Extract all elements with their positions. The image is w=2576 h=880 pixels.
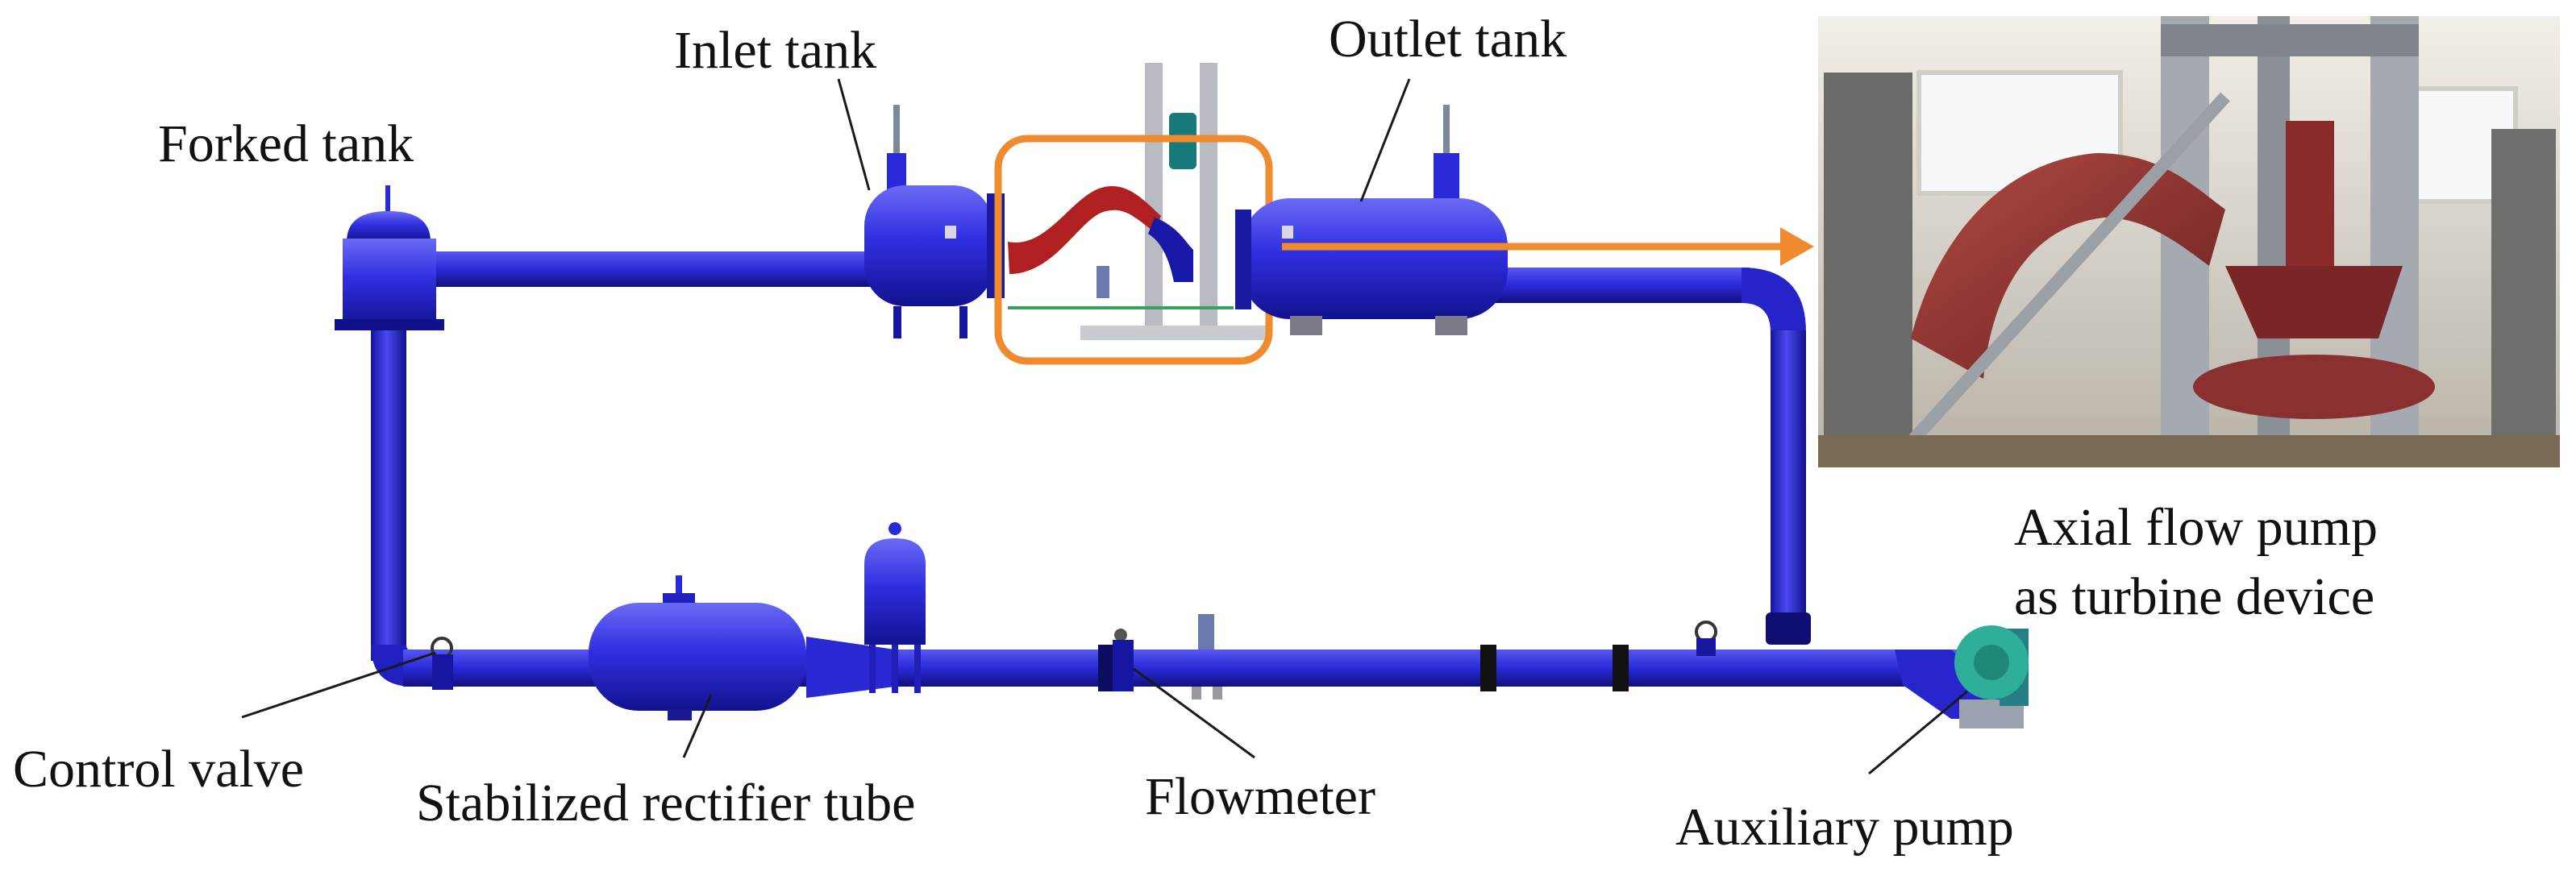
flowmeter-body	[1113, 640, 1134, 691]
photo-panel-right	[2491, 129, 2556, 435]
sensor-transmitter	[1198, 614, 1214, 650]
label-outlet-tank: Outlet tank	[1329, 10, 1567, 68]
auxiliary-pump	[1954, 625, 2029, 728]
right-flange	[1766, 612, 1811, 645]
pump-hub	[1974, 645, 2009, 680]
control-valve-body	[432, 654, 453, 690]
vessel-body	[864, 538, 926, 645]
inlet-tank-neck	[887, 153, 906, 189]
inlet-tank	[864, 105, 1005, 338]
photo-strut	[1898, 92, 2230, 456]
photo-red-column	[2286, 121, 2334, 274]
outlet-tank-rod	[1443, 105, 1450, 161]
photo-red-pipe	[1911, 153, 2225, 379]
label-device-line2: as turbine device	[2014, 567, 2374, 626]
photo-panel-left	[1824, 73, 1912, 451]
photo-floor	[1818, 435, 2560, 467]
outlet-tank-support-1	[1290, 316, 1322, 335]
outlet-tank-neck	[1434, 153, 1459, 201]
label-flowmeter: Flowmeter	[1145, 767, 1375, 826]
pipe-top-right	[1492, 268, 1750, 303]
photo-red-disc	[2193, 355, 2435, 419]
forked-tank	[335, 185, 444, 330]
arrow-head	[1780, 227, 1814, 266]
test-section	[1008, 63, 1266, 340]
outlet-tank	[1235, 105, 1508, 335]
outlet-tank-plate	[1282, 226, 1293, 239]
label-device-line1: Axial flow pump	[2014, 498, 2378, 557]
inlet-tank-plate	[945, 226, 956, 239]
frame-pillar-left	[1145, 63, 1163, 329]
highlight-arrow	[1282, 227, 1814, 266]
frame-pillar-right	[1200, 63, 1217, 329]
leader-outlet-tank	[1359, 78, 1411, 202]
turbine-red-bend	[1008, 186, 1161, 274]
stabilized-rectifier-tube	[589, 575, 806, 720]
device-photo	[1818, 16, 2560, 467]
frame-base	[1080, 326, 1266, 340]
vessel-top-knob	[888, 522, 901, 535]
flange-2	[1480, 645, 1496, 691]
pipe-network	[371, 251, 2000, 719]
forked-tank-base	[335, 319, 444, 330]
pipe-right-vertical	[1771, 330, 1806, 637]
leader-rectifier	[682, 694, 713, 758]
sensor-foot-1	[1192, 687, 1201, 699]
inlet-tank-support-1	[893, 306, 901, 338]
pipe-left-vertical	[371, 322, 406, 661]
vessel-leg-1	[869, 645, 876, 693]
leader-lines	[241, 78, 1968, 775]
air-vessel	[864, 522, 926, 693]
pipe-elbow-bottom-left	[371, 645, 413, 687]
label-inlet-tank: Inlet tank	[674, 21, 876, 80]
right-valve	[1695, 621, 1717, 656]
leader-control-valve	[241, 651, 436, 719]
leader-flowmeter	[1133, 667, 1255, 759]
label-forked-tank: Forked tank	[158, 114, 414, 173]
flange-1	[1098, 645, 1114, 691]
leader-auxiliary-pump	[1868, 690, 1968, 775]
label-control-valve: Control valve	[13, 740, 304, 799]
forked-tank-dome	[347, 211, 431, 242]
rectifier-stem	[676, 575, 682, 600]
flange-3	[1613, 645, 1629, 691]
labels: Forked tank Inlet tank Outlet tank Axial…	[13, 10, 2378, 857]
forked-tank-body	[343, 239, 436, 327]
forked-tank-stem	[385, 185, 390, 218]
right-valve-body	[1696, 638, 1716, 656]
vessel-leg-3	[914, 645, 921, 693]
rectifier-cap	[663, 593, 695, 604]
inlet-tank-rod	[893, 105, 900, 177]
pipe-top-left	[403, 251, 871, 287]
rectifier-foot	[668, 709, 692, 720]
rectifier-body	[589, 603, 806, 711]
leader-inlet-tank	[837, 78, 871, 191]
inlet-tank-support-2	[959, 306, 968, 338]
pipe-reducer	[806, 637, 895, 698]
vessel-leg-2	[892, 645, 898, 693]
green-line	[1008, 306, 1234, 309]
outlet-tank-support-2	[1435, 316, 1467, 335]
photo-red-impeller	[2225, 266, 2403, 338]
flowmeter	[1113, 614, 1222, 699]
sensor-foot-2	[1213, 687, 1222, 699]
photo-crossbeam	[2161, 24, 2419, 56]
label-stabilized-rectifier-tube: Stabilized rectifier tube	[416, 774, 915, 832]
flowmeter-sensor-top	[1097, 266, 1109, 298]
inlet-tank-body	[864, 185, 993, 306]
flowmeter-top	[1114, 629, 1127, 641]
pipe-elbow-top-right	[1742, 268, 1806, 332]
turbine-blue-section	[1148, 218, 1193, 282]
control-valve	[431, 637, 453, 690]
outlet-tank-flange	[1235, 210, 1251, 309]
outlet-tank-body	[1242, 198, 1508, 319]
label-auxiliary-pump: Auxiliary pump	[1675, 798, 2014, 857]
